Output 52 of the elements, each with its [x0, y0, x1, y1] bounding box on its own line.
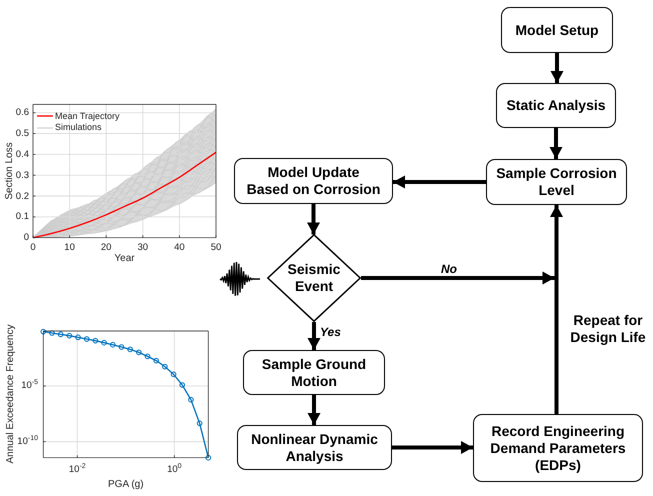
edge-label: No: [441, 261, 457, 278]
box-label: Nonlinear Dynamic Analysis: [250, 430, 379, 464]
arrow: [550, 53, 564, 83]
tick-label: 10$^{-5}$: [21, 380, 38, 392]
box-label: Record Engineering Demand Parameters (EDPs): [489, 422, 627, 474]
tick-label: 10$^{0}$: [167, 464, 182, 475]
box-label: Model Setup: [515, 22, 599, 38]
axis-title: Year: [114, 253, 135, 265]
axis-title: Annual Exceedance Frequency: [5, 324, 17, 464]
edge-label: Repeat for Design Life: [569, 312, 647, 346]
tick-label: 0.6: [16, 107, 29, 118]
tick-label: 10$^{-10}$: [17, 436, 38, 448]
process-box: [237, 425, 392, 470]
axis-title: PGA (g): [108, 479, 144, 491]
box-label: Model Update Based on Corrosion: [246, 164, 382, 198]
arrow: [308, 395, 320, 425]
process-box: [234, 158, 393, 204]
connector-line: [554, 278, 558, 414]
box-label: Seismic Event: [286, 261, 342, 295]
box-label: Sample Ground Motion: [260, 356, 368, 390]
process-box: [501, 7, 613, 53]
tick-label: 0.1: [16, 211, 29, 222]
process-box: [496, 83, 616, 128]
arrow: [393, 176, 486, 188]
tick-label: 0: [24, 232, 29, 244]
decision-diamond: [267, 234, 361, 322]
arrow: [392, 441, 473, 454]
box-label: Static Analysis: [506, 97, 606, 114]
arrow: [308, 322, 320, 350]
arrow: [550, 205, 563, 278]
tick-label: 40: [174, 242, 185, 253]
tick-label: 20: [100, 242, 112, 253]
arrow: [550, 128, 562, 159]
tick-label: 0.4: [16, 148, 29, 160]
tick-label: 10: [64, 242, 75, 253]
tick-label: 0.5: [16, 128, 29, 140]
arrow: [361, 272, 554, 284]
tick-label: 0.3: [16, 170, 29, 181]
tick-label: 0: [30, 242, 36, 253]
legend-label: Mean Trajectory: [55, 110, 120, 122]
tick-label: 30: [138, 242, 148, 253]
tick-label: 50: [210, 242, 222, 253]
process-box: [243, 350, 385, 395]
edge-label: Yes: [320, 324, 341, 341]
box-label: Sample Corrosion Level: [495, 165, 618, 199]
tick-label: 10$^{-2}$: [68, 464, 86, 475]
tick-label: 0.2: [16, 190, 29, 202]
axis-title: Section Loss: [4, 142, 16, 200]
legend-label: Simulations: [55, 122, 102, 134]
arrow: [307, 204, 320, 234]
process-box: [473, 414, 643, 482]
process-box: [486, 159, 627, 205]
